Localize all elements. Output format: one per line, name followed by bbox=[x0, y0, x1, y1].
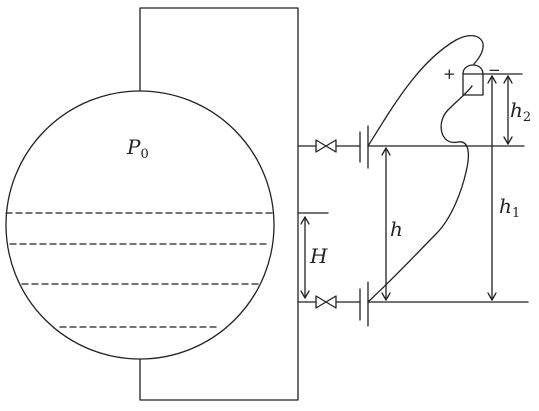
liquid-height-label: H bbox=[309, 244, 328, 268]
h2-arrow-top bbox=[503, 75, 513, 84]
liquid-level-lines bbox=[5, 212, 275, 328]
spherical-tank bbox=[5, 90, 275, 360]
minus-sign: − bbox=[488, 61, 501, 79]
h-arrow-top bbox=[300, 216, 310, 225]
dp-transmitter bbox=[462, 73, 484, 96]
upper-valve-icon bbox=[315, 139, 337, 153]
h-impulse-arrow-bottom bbox=[381, 292, 391, 301]
h2-arrow-bottom bbox=[503, 136, 513, 145]
transmitter-top-dome bbox=[462, 64, 484, 75]
h1-arrow-top bbox=[487, 75, 497, 84]
lower-valve-icon bbox=[315, 295, 337, 309]
h-impulse-arrow-top bbox=[381, 147, 391, 156]
pressure-label: P0 bbox=[126, 135, 149, 162]
upper-capillary bbox=[367, 35, 484, 147]
impulse-height-label: h bbox=[390, 217, 403, 241]
h-arrow-bottom bbox=[300, 290, 310, 299]
h1-label: h1 bbox=[499, 194, 520, 221]
h2-label: h2 bbox=[510, 98, 531, 125]
vessel-shell bbox=[139, 7, 299, 401]
plus-sign: + bbox=[443, 65, 456, 83]
lower-capillary bbox=[367, 85, 473, 303]
h1-arrow-bottom bbox=[487, 292, 497, 301]
